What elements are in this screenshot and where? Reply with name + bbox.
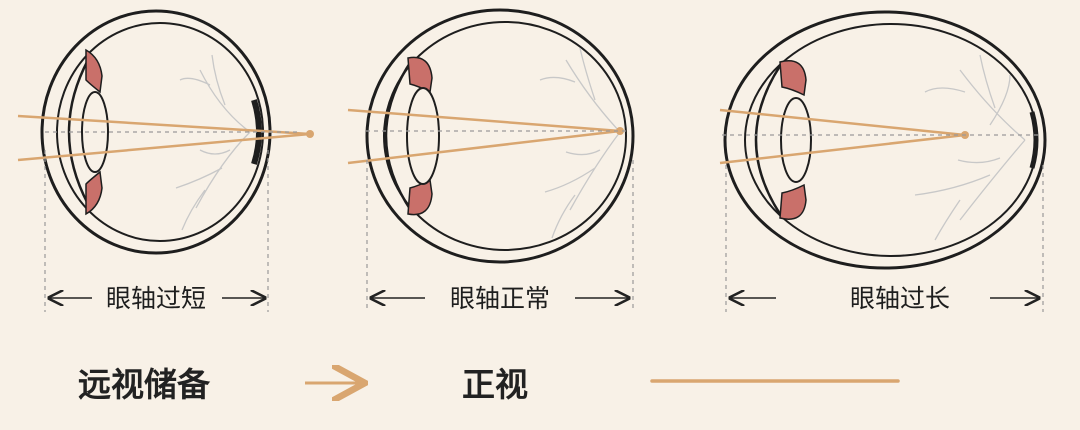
iris-lower — [85, 170, 103, 216]
eyeball-inner — [383, 21, 627, 251]
eye-label-short: 眼轴过短 — [106, 284, 206, 313]
eye-normal-axis: 眼轴正常 — [347, 8, 635, 313]
blood-vessels — [914, 54, 1026, 241]
eyeball-outer — [723, 10, 1047, 270]
eye-label-long: 眼轴过长 — [850, 284, 950, 313]
lens — [780, 97, 812, 183]
cornea — [384, 59, 414, 213]
focal-point — [306, 130, 314, 138]
eyeball-outer — [365, 8, 635, 264]
retina-band — [1029, 111, 1039, 169]
ray-bottom — [347, 129, 621, 165]
blood-vessels — [175, 54, 251, 231]
iris-lower — [779, 183, 807, 220]
ray-top — [719, 108, 966, 137]
cornea — [754, 65, 782, 215]
iris-lower — [407, 178, 433, 216]
iris-upper — [407, 56, 433, 94]
stage-emmetropia: 正视 — [462, 365, 528, 404]
focal-point — [616, 127, 624, 135]
lens — [406, 87, 440, 185]
iris-upper — [779, 60, 807, 97]
eye-long-axis: 眼轴过长 — [719, 10, 1047, 313]
blood-vessels — [539, 47, 621, 239]
eye-short-axis: 眼轴过短 — [17, 9, 314, 313]
eye-label-normal: 眼轴正常 — [450, 284, 550, 313]
stage-hyperopia-reserve: 远视储备 — [78, 365, 210, 404]
ray-bottom — [719, 133, 966, 165]
ray-top — [17, 114, 311, 136]
ray-bottom — [17, 132, 311, 162]
iris-upper — [85, 48, 103, 94]
ray-top — [347, 108, 621, 133]
eyeball-outer — [40, 9, 272, 255]
